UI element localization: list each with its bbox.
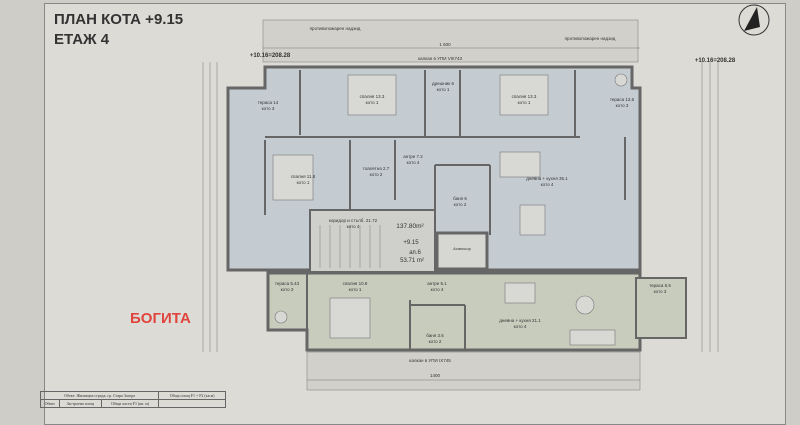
apartment-number: ап.6	[409, 250, 421, 256]
room-label: тераса 14	[258, 100, 279, 105]
room-floor: кото 4	[514, 324, 527, 329]
room-floor: кото 1	[518, 100, 531, 105]
room-floor: кото 4	[541, 182, 554, 187]
stamp-col3: Общи части F1 (кв. м)	[100, 399, 160, 408]
room-label: спалня 11.8	[291, 174, 316, 179]
elevator-label: Асансьор	[453, 246, 471, 251]
dimension-bottom: 1400	[430, 373, 441, 378]
firewall-note-left: противопожарен надзид	[310, 26, 361, 31]
elevator-shaft	[435, 231, 489, 271]
room-floor: кото 4	[431, 287, 444, 292]
furniture	[272, 73, 628, 346]
room-floor: кото 1	[349, 287, 362, 292]
core-labels: 137.80m² +9.15 ап.6 53.71 m² Асансьор	[396, 223, 471, 264]
stamp-col4: Обща площ F1 + F2 (кв.м)	[158, 391, 226, 400]
stamp-col2: Застроена площ	[58, 399, 103, 408]
room-label: тоалетна 2.7	[363, 166, 390, 171]
elevation-right: +10.16=208.28	[695, 58, 736, 64]
room-floor: кото 1	[437, 87, 450, 92]
floor-plan: +10.16=208.28 +10.16=208.28 противопожар…	[130, 4, 770, 391]
room-label: тераса 5.43	[275, 281, 300, 286]
dimension-lines	[202, 47, 719, 381]
plan-title-level: ПЛАН КОТА +9.15	[54, 11, 184, 28]
room-floor: кото 4	[407, 160, 420, 165]
room-label: спалня 13.3	[360, 94, 385, 99]
stamp-col1: Обект	[40, 399, 60, 408]
room-label: баня 3.6	[426, 333, 444, 338]
room-floor: кото 2	[370, 172, 383, 177]
room-label: коридор и стълб. 21.72	[329, 218, 378, 223]
room-floor: кото 3	[616, 103, 629, 108]
room-label: антре 7.2	[403, 154, 423, 159]
neighbor-strip-bottom	[306, 351, 641, 391]
party-wall-bottom: калкан в УПИ IX745	[409, 358, 451, 363]
room-label: дневна + кухня 21.1	[499, 318, 541, 323]
room-label: спалня 13.3	[512, 94, 537, 99]
plan-title-floor: ЕТАЖ 4	[54, 31, 110, 48]
room-floor: кото 2	[454, 202, 467, 207]
dimension-top: 1 600	[439, 42, 451, 47]
room-label: спалня 10.8	[343, 281, 368, 286]
firewall-note-right: противопожарен надзид	[565, 36, 616, 41]
room-label: тераса 5.5	[649, 283, 671, 288]
room-floor: кото 3	[262, 106, 275, 111]
total-area: 137.80m²	[396, 223, 424, 230]
room-floor: кото 1	[366, 100, 379, 105]
room-label: антре 5.1	[427, 281, 447, 286]
level-mark: +9.15	[403, 240, 419, 246]
apartment-area: 53.71 m²	[400, 258, 424, 264]
watermark: БОГИТА	[130, 310, 191, 327]
room-label: дрешник 6	[432, 81, 454, 86]
room-label: дневна + кухня 35.1	[526, 176, 568, 181]
room-label: тераса 13.6	[610, 97, 635, 102]
stamp-header: Обект: Жилищна сграда, гр. Стара Загора	[39, 391, 160, 400]
terrace-right-bottom	[635, 277, 687, 339]
north-arrow-icon	[738, 4, 770, 36]
plan-title: ПЛАН КОТА +9.15 ЕТАЖ 4	[54, 10, 183, 50]
elevation-left: +10.16=208.28	[250, 53, 291, 59]
stairs	[319, 225, 381, 268]
room-floor: кото 3	[281, 287, 294, 292]
party-wall-top: калкан в УПИ VIII743	[418, 56, 462, 61]
room-floor: кото 1	[297, 180, 310, 185]
room-floor: кото 4	[347, 224, 360, 229]
stair-core	[309, 209, 436, 273]
neighbor-strip-top	[262, 19, 639, 63]
room-floor: кото 3	[654, 289, 667, 294]
interior-walls	[264, 70, 626, 350]
room-floor: кото 2	[429, 339, 442, 344]
room-label: баня 6	[453, 196, 467, 201]
